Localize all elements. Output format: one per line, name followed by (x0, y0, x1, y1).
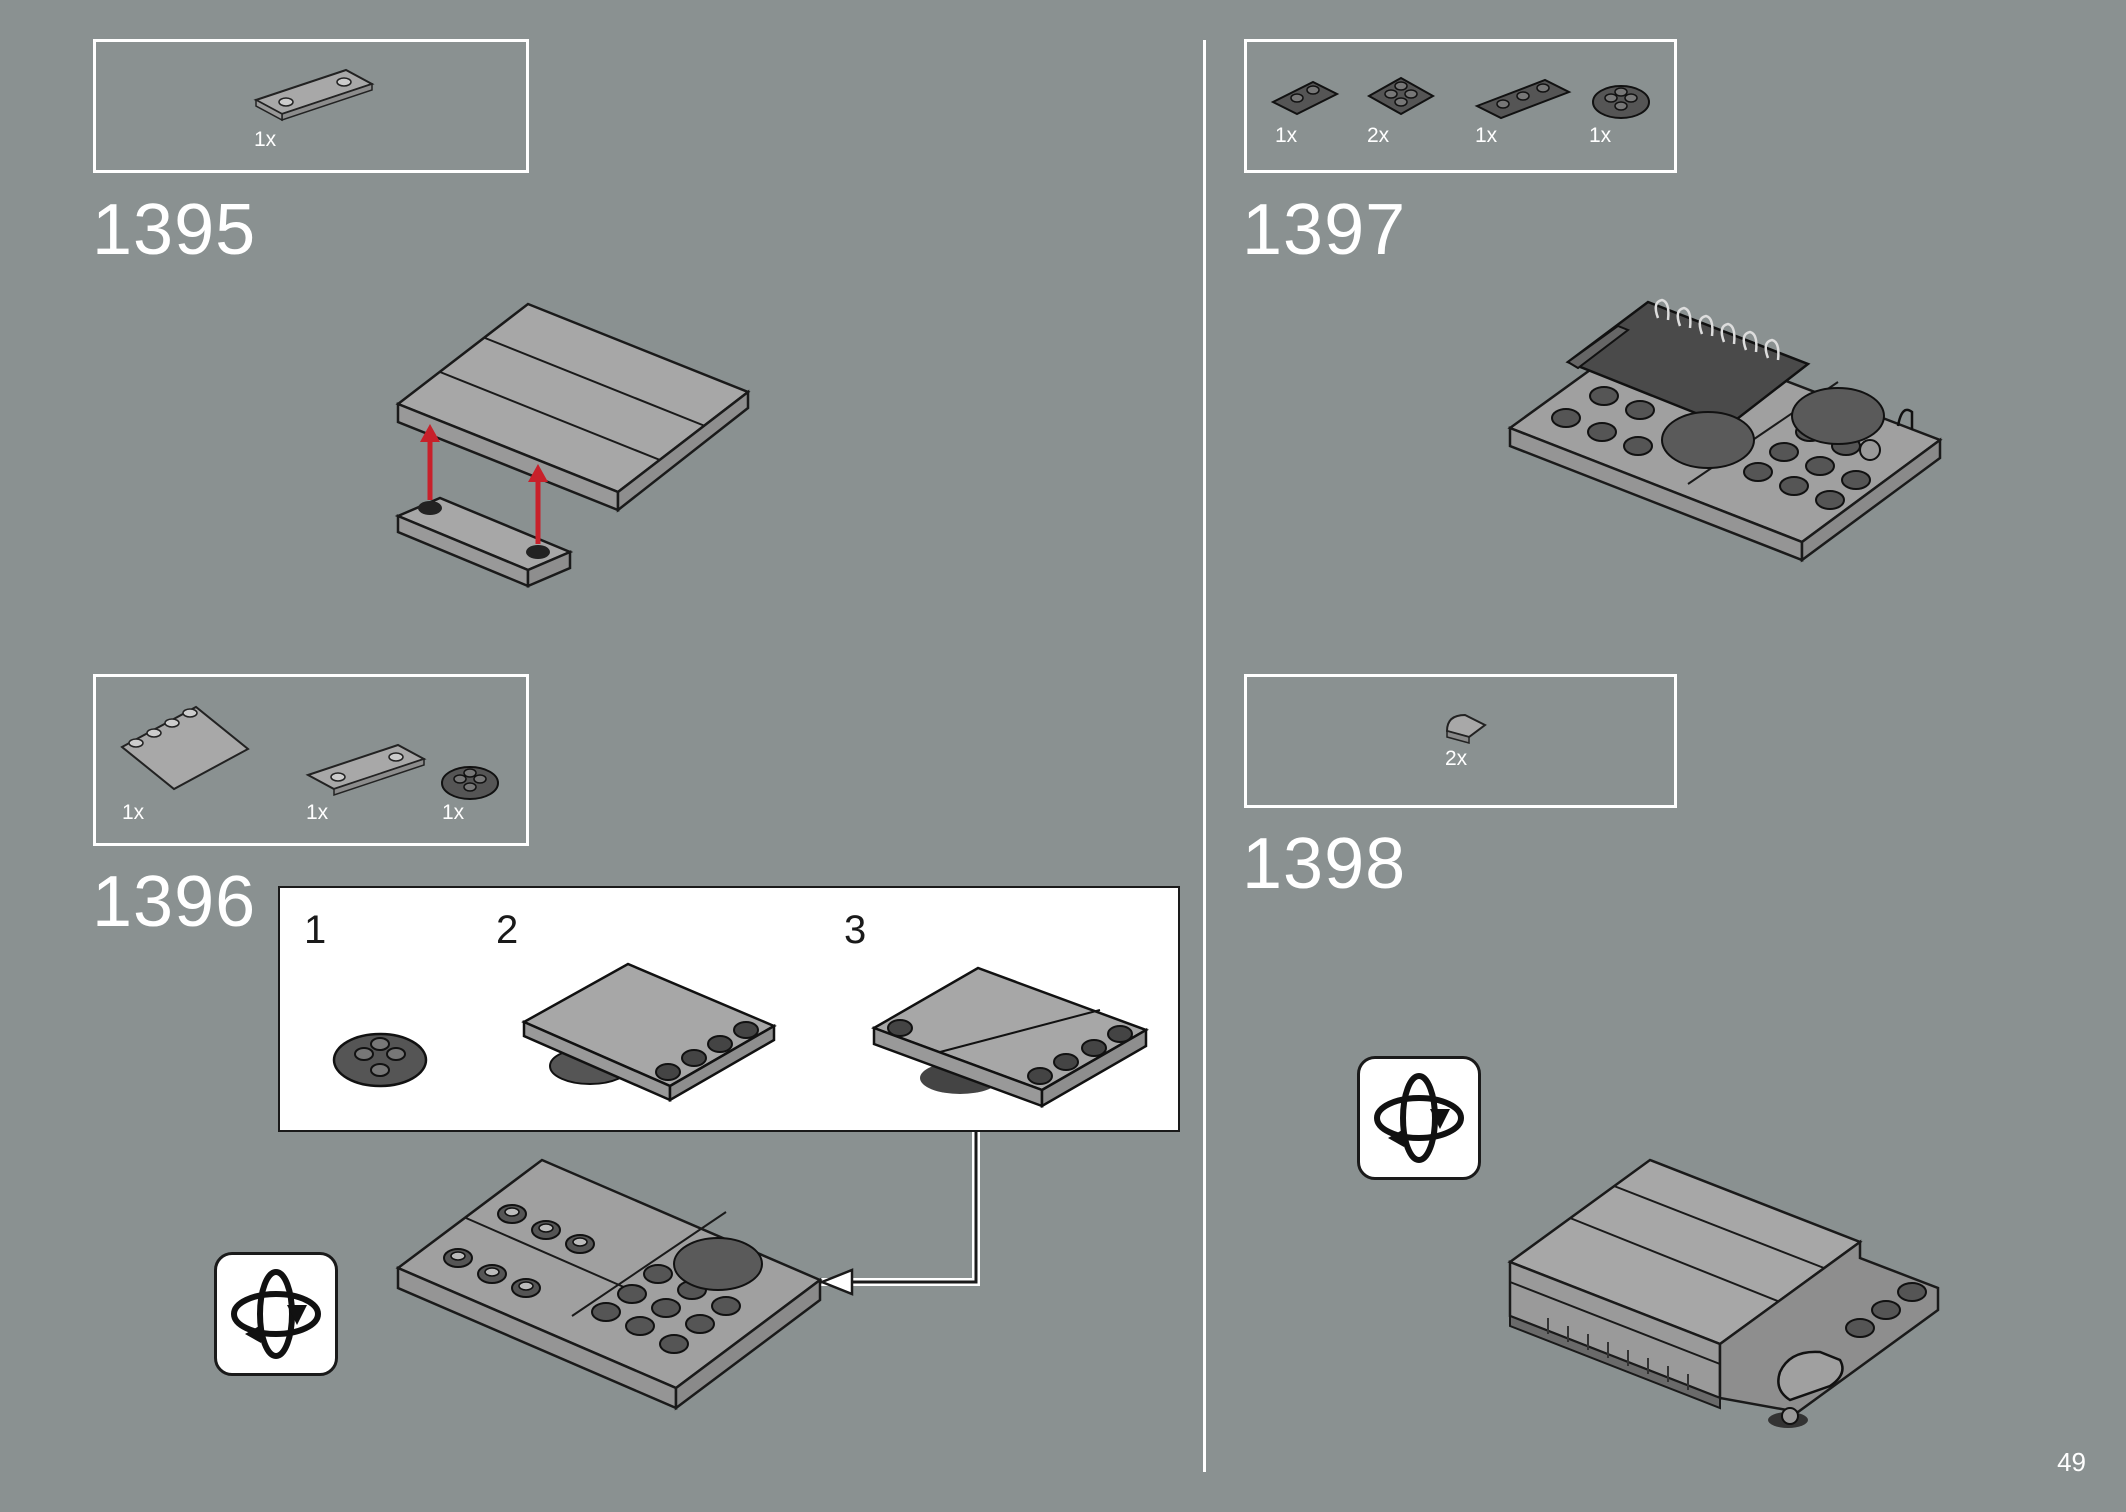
substep-number: 2 (496, 908, 519, 952)
round-plate-part-icon (441, 766, 499, 800)
part-qty: 1x (442, 801, 465, 824)
step-1398-illustration (1507, 1158, 1940, 1428)
part-qty: 2x (1445, 747, 1468, 770)
callout-connector (818, 1132, 980, 1296)
part-qty: 1x (1275, 124, 1298, 147)
plate-clip-part-icon (1270, 80, 1340, 116)
parts-box-1396: 1x 1x 1x (93, 674, 529, 846)
step-number-1396: 1396 (92, 862, 257, 942)
part-qty: 1x (254, 128, 277, 151)
step-number-1395: 1395 (92, 190, 257, 270)
part-qty: 1x (306, 801, 329, 824)
parts-box-1397: 1x 2x 1x 1x (1244, 39, 1677, 173)
substep-2-illustration (521, 962, 777, 1103)
page-divider (1203, 40, 1206, 1472)
part-qty: 1x (1475, 124, 1498, 147)
part-qty: 1x (122, 801, 145, 824)
substep-3-illustration (871, 966, 1149, 1109)
parts-box-1395: 1x (93, 39, 529, 173)
step-number-1398: 1398 (1242, 824, 1407, 904)
rotate-model-icon (1357, 1056, 1481, 1180)
page-number: 49 (2057, 1447, 2086, 1477)
tile-quarter-round-part-icon (1445, 713, 1487, 744)
substep-number: 3 (844, 908, 867, 952)
tile-4x4-part-icon (120, 705, 250, 791)
plate-1x3-part-icon (1474, 78, 1572, 120)
plate-1x4-part-icon (253, 68, 375, 122)
plate-2x2-part-icon (1366, 76, 1436, 116)
step-1395-illustration (394, 302, 751, 588)
part-qty: 1x (1589, 124, 1612, 147)
round-plate-part-icon (1592, 85, 1650, 119)
rotate-model-icon (214, 1252, 338, 1376)
substep-number: 1 (304, 908, 327, 952)
step-1397-illustration (1507, 298, 1943, 563)
part-qty: 2x (1367, 124, 1390, 147)
step-number-1397: 1397 (1242, 190, 1407, 270)
plate-1x4-part-icon (305, 743, 427, 797)
substep-1-illustration (332, 1032, 428, 1088)
step-1396-illustration (395, 1158, 823, 1411)
parts-box-1398: 2x (1244, 674, 1677, 808)
sub-assembly-panel: 1 2 3 (278, 886, 1180, 1132)
